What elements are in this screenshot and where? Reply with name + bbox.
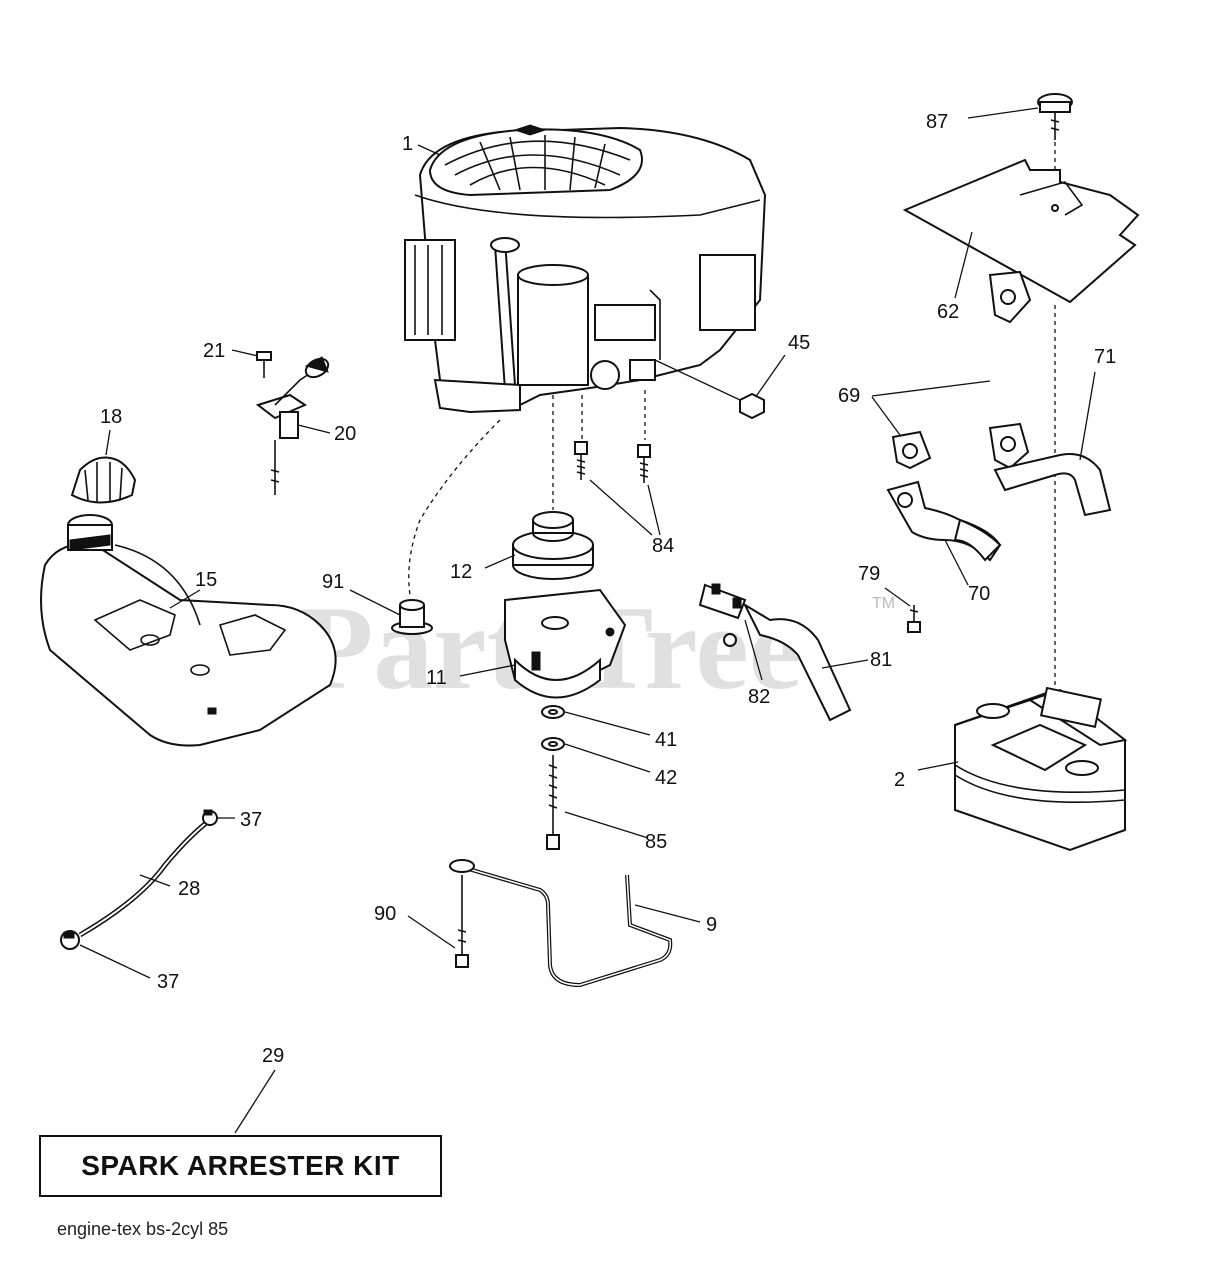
callout-62: 62	[937, 301, 959, 323]
callout-11: 11	[426, 667, 447, 689]
callout-42: 42	[655, 767, 677, 789]
callout-21: 21	[203, 340, 225, 362]
muffler-bolt-part[interactable]	[907, 605, 921, 633]
callout-37-top: 37	[240, 809, 262, 831]
long-bolt-part[interactable]	[546, 755, 560, 850]
callout-41: 41	[655, 729, 677, 751]
pulley-part[interactable]	[512, 511, 594, 580]
control-rod-part[interactable]	[449, 859, 673, 988]
gasket-part[interactable]	[891, 270, 1032, 470]
engine-part[interactable]	[404, 124, 767, 414]
callout-28: 28	[178, 878, 200, 900]
bolt-part[interactable]	[574, 441, 651, 483]
callout-79: 79	[858, 563, 880, 585]
callout-71: 71	[1094, 346, 1116, 368]
callout-82: 82	[748, 686, 770, 708]
trademark-mark: TM	[872, 595, 895, 612]
callout-91: 91	[322, 571, 344, 593]
callout-85: 85	[645, 831, 667, 853]
callout-1: 1	[402, 133, 413, 155]
callout-45: 45	[788, 332, 810, 354]
callout-70: 70	[968, 583, 990, 605]
throttle-control-part[interactable]	[255, 355, 331, 495]
washer-part[interactable]	[541, 705, 565, 719]
fuel-hose-part[interactable]	[742, 602, 852, 722]
bushing-part[interactable]	[391, 599, 433, 635]
callout-84: 84	[652, 535, 674, 557]
callout-2: 2	[894, 769, 905, 791]
callout-69: 69	[838, 385, 860, 407]
heat-shield-part[interactable]	[902, 158, 1140, 304]
clamp-part[interactable]	[60, 809, 218, 950]
callout-20: 20	[334, 423, 356, 445]
fuel-cap-part[interactable]	[70, 456, 137, 504]
knob-part[interactable]	[1037, 93, 1073, 140]
callout-12: 12	[450, 561, 472, 583]
fuel-filter-part[interactable]	[698, 583, 747, 647]
fuel-tank-part[interactable]	[40, 514, 337, 747]
callout-15: 15	[195, 569, 217, 591]
clutch-part[interactable]	[504, 588, 627, 699]
callout-37-bottom: 37	[157, 971, 179, 993]
diagram-footer-code: engine-tex bs-2cyl 85	[57, 1219, 229, 1239]
callout-9: 9	[706, 914, 717, 936]
spark-arrester-kit-label: SPARK ARRESTER KIT	[81, 1150, 400, 1181]
callout-18: 18	[100, 406, 122, 428]
fuel-line-part[interactable]	[78, 818, 212, 938]
exhaust-pipe-part[interactable]	[886, 453, 1112, 562]
callout-81: 81	[870, 649, 892, 671]
muffler-part[interactable]	[954, 686, 1128, 852]
lock-washer-part[interactable]	[541, 737, 565, 751]
callout-90: 90	[374, 903, 396, 925]
screw-part[interactable]	[256, 351, 272, 378]
callout-87: 87	[926, 111, 948, 133]
rod-bolt-part[interactable]	[455, 875, 469, 968]
callout-29: 29	[262, 1045, 284, 1067]
nut-part[interactable]	[739, 392, 765, 420]
spark-arrester-kit-box[interactable]: SPARK ARRESTER KIT	[39, 1135, 442, 1197]
